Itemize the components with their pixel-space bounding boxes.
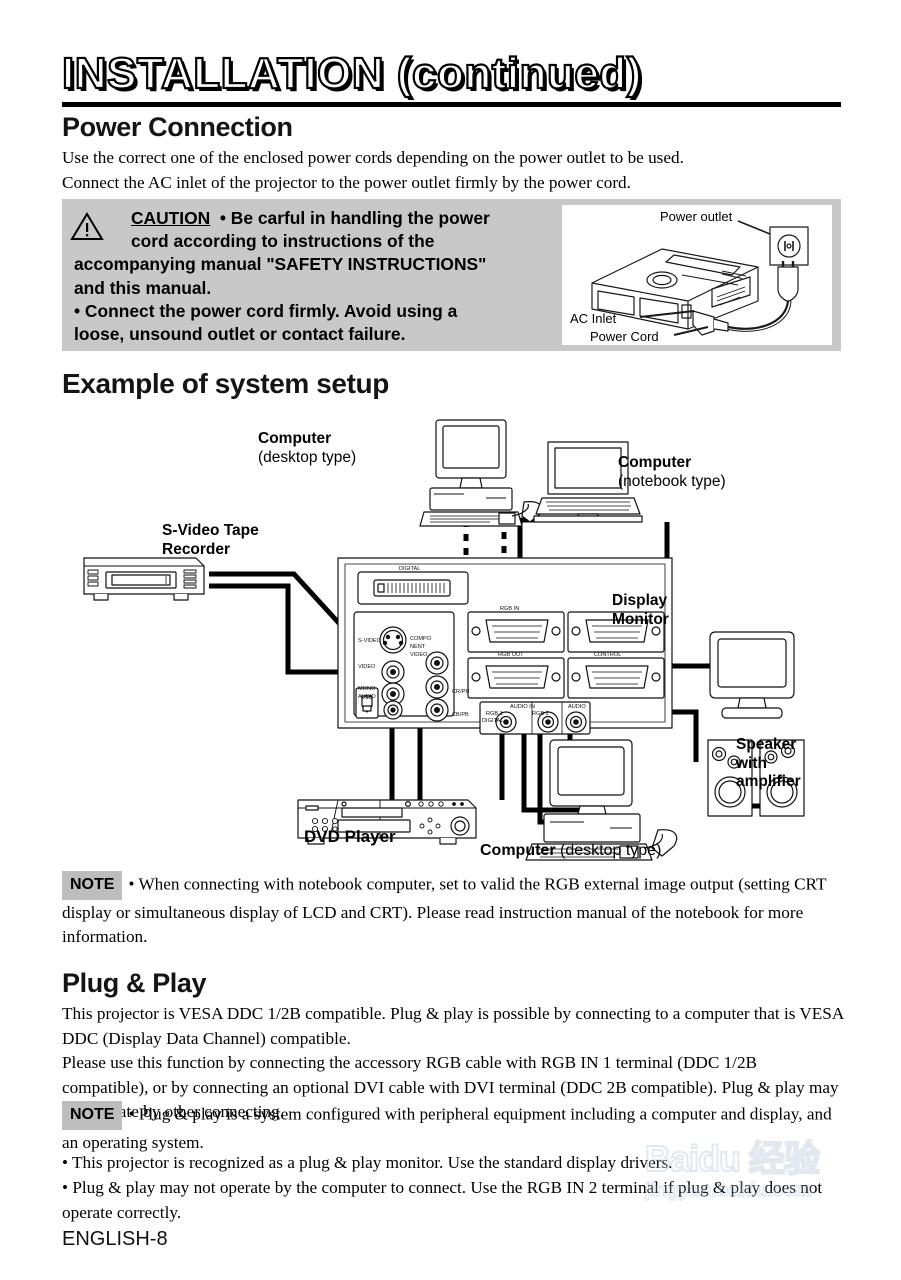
terminal-label-svideo: S-VIDEO [358, 638, 382, 644]
caution-box: CAUTION • Be carful in handling the powe… [62, 199, 841, 351]
figure-label-ac-inlet: AC Inlet [570, 311, 617, 326]
warning-triangle-icon [70, 212, 104, 240]
caution-label: CAUTION [131, 208, 211, 228]
diagram-label-computer-desktop-bottom: Computer (desktop type) [480, 842, 662, 859]
terminal-label-rgb-in: RGB IN [500, 606, 519, 612]
title-divider [62, 102, 841, 107]
diagram-label-svideo-recorder: S-Video Tape Recorder [162, 522, 259, 558]
caution-line-4: and this manual. [74, 277, 212, 298]
figure-label-power-outlet: Power outlet [660, 209, 733, 224]
terminal-label-audio: AUDIO [568, 704, 586, 710]
terminal-label-mono-1: MONO [358, 686, 376, 692]
plug-play-paragraph-2: Please use this function by connecting t… [62, 1053, 839, 1121]
heading-power-connection: Power Connection [62, 112, 293, 142]
terminal-label-cb-pb: CB/PB [452, 712, 469, 718]
heading-plug-and-play: Plug & Play [62, 968, 207, 998]
heading-system-setup: Example of system setup [62, 368, 389, 399]
plug-play-paragraph-1: This projector is VESA DDC 1/2B compatib… [62, 1004, 844, 1048]
note-block-2: NOTE• Plug & play is a system configured… [62, 1101, 846, 1155]
terminal-label-video: VIDEO [358, 664, 376, 670]
diagram-label-computer-desktop-top: Computer (desktop type) [258, 430, 357, 466]
terminal-label-component-1: COMPO [410, 636, 432, 642]
diagram-label-display-monitor: Display Monitor [612, 592, 669, 628]
system-setup-diagram: DIGITAL S-VIDEO COMPO NENT VIDEO VIDEO M… [62, 410, 852, 870]
note-2-bullet-3: • Plug & play may not operate by the com… [62, 1178, 823, 1222]
page-footer: ENGLISH-8 [62, 1228, 168, 1250]
figure-label-power-cord: Power Cord [590, 329, 659, 344]
terminal-label-audio-digital: DIGITAL [482, 718, 503, 724]
terminal-label-control: CONTROL [594, 652, 621, 658]
page-title-block: INSTALLATION (continued) [61, 46, 852, 104]
caution-line-2: cord according to instructions of the [131, 231, 435, 252]
terminal-label-audio-in: AUDIO IN [510, 704, 535, 710]
terminal-label-mono-2: AUDIO [358, 694, 376, 700]
terminal-label-digital: DIGITAL [399, 566, 420, 572]
caution-line-1: • Be carful in handling the power [219, 208, 490, 228]
caution-line-6: loose, unsound outlet or contact failure… [74, 324, 406, 345]
caution-line-5: • Connect the power cord firmly. Avoid u… [74, 300, 458, 321]
diagram-label-computer-notebook: Computer (notebook type) [618, 454, 726, 490]
note-block-1: NOTE• When connecting with notebook comp… [62, 871, 844, 950]
note-2-text: • Plug & play is a system configured wit… [62, 1104, 832, 1152]
caution-text: CAUTION • Be carful in handling the powe… [74, 207, 554, 346]
note-badge: NOTE [62, 871, 123, 900]
terminal-label-rgb1: RGB 1 [486, 711, 503, 717]
power-intro-line-2: Connect the AC inlet of the projector to… [62, 172, 631, 192]
page-title: INSTALLATION (continued) [61, 48, 643, 99]
power-connection-figure: Power outlet AC Inlet Power Cord [562, 205, 832, 345]
note-1-text: • When connecting with notebook computer… [62, 874, 827, 947]
terminal-label-usb: USB [361, 695, 372, 701]
terminal-label-component-2: NENT [410, 644, 426, 650]
diagram-label-speaker-amplifier: Speaker with amplifier [736, 736, 801, 790]
diagram-label-dvd-player: DVD Player [304, 827, 396, 846]
power-intro-line-1: Use the correct one of the enclosed powe… [62, 148, 684, 167]
terminal-label-component-3: VIDEO [410, 652, 428, 658]
terminal-label-rgb2: RGB 2 [532, 711, 549, 717]
terminal-label-rgb-out: RGB OUT [498, 652, 524, 658]
power-connection-intro: Use the correct one of the enclosed powe… [62, 146, 852, 195]
note-2-bullet-2: • This projector is recognized as a plug… [62, 1153, 673, 1172]
caution-line-3: accompanying manual "SAFETY INSTRUCTIONS… [74, 254, 487, 275]
terminal-label-cr-pr: CR/PR [452, 689, 469, 695]
note-badge-2: NOTE [62, 1101, 123, 1130]
